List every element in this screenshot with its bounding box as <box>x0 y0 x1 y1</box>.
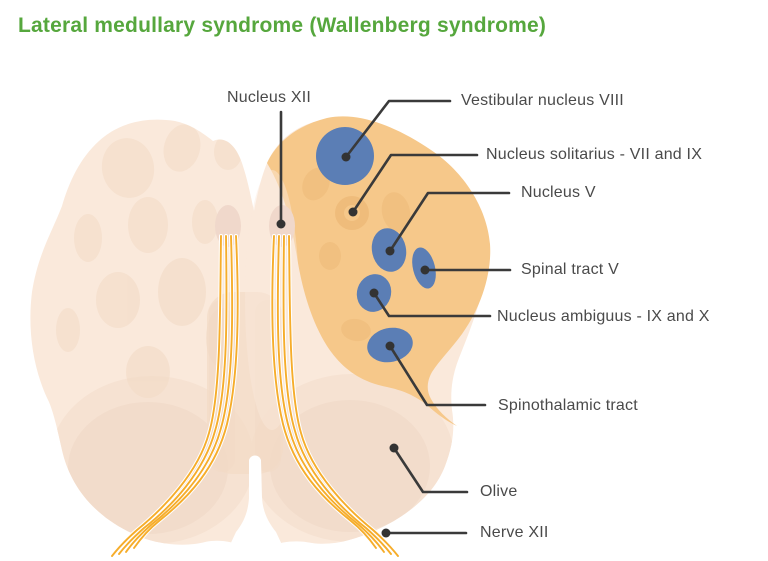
leader-nucleus-ambiguus <box>369 288 492 318</box>
leader-lines <box>276 99 512 538</box>
anterior-median-fissure <box>228 455 284 549</box>
orange-nuclei-blobs <box>302 167 411 342</box>
diagram-title: Lateral medullary syndrome (Wallenberg s… <box>18 14 547 37</box>
leader-spinal-tract-v <box>420 265 512 275</box>
left-lobe-shading <box>68 402 228 534</box>
label-vestibular-nucleus: Vestibular nucleus VIII <box>461 92 624 109</box>
label-nerve-xii: Nerve XII <box>480 524 549 541</box>
leader-olive <box>389 443 469 494</box>
nerve-fibers-left <box>110 234 240 558</box>
label-nucleus-ambiguus: Nucleus ambiguus - IX and X <box>497 308 710 325</box>
leader-spinothalamic-tract <box>385 341 487 407</box>
label-olive: Olive <box>480 483 518 500</box>
label-spinothalamic-tract: Spinothalamic tract <box>498 397 638 414</box>
leader-nerve-xii <box>381 528 468 538</box>
label-nucleus-solitarius: Nucleus solitarius - VII and IX <box>486 146 703 163</box>
right-lobe-shading <box>270 400 430 532</box>
label-nucleus-v: Nucleus V <box>521 184 596 201</box>
label-spinal-tract-v: Spinal tract V <box>521 261 619 278</box>
leader-nucleus-solitarius <box>348 153 479 217</box>
label-nucleus-xii: Nucleus XII <box>227 89 312 106</box>
leader-nucleus-xii <box>276 110 286 229</box>
nerve-fibers-right <box>270 234 400 558</box>
leader-vestibular-nucleus <box>341 99 452 162</box>
leader-nucleus-v <box>385 191 511 256</box>
